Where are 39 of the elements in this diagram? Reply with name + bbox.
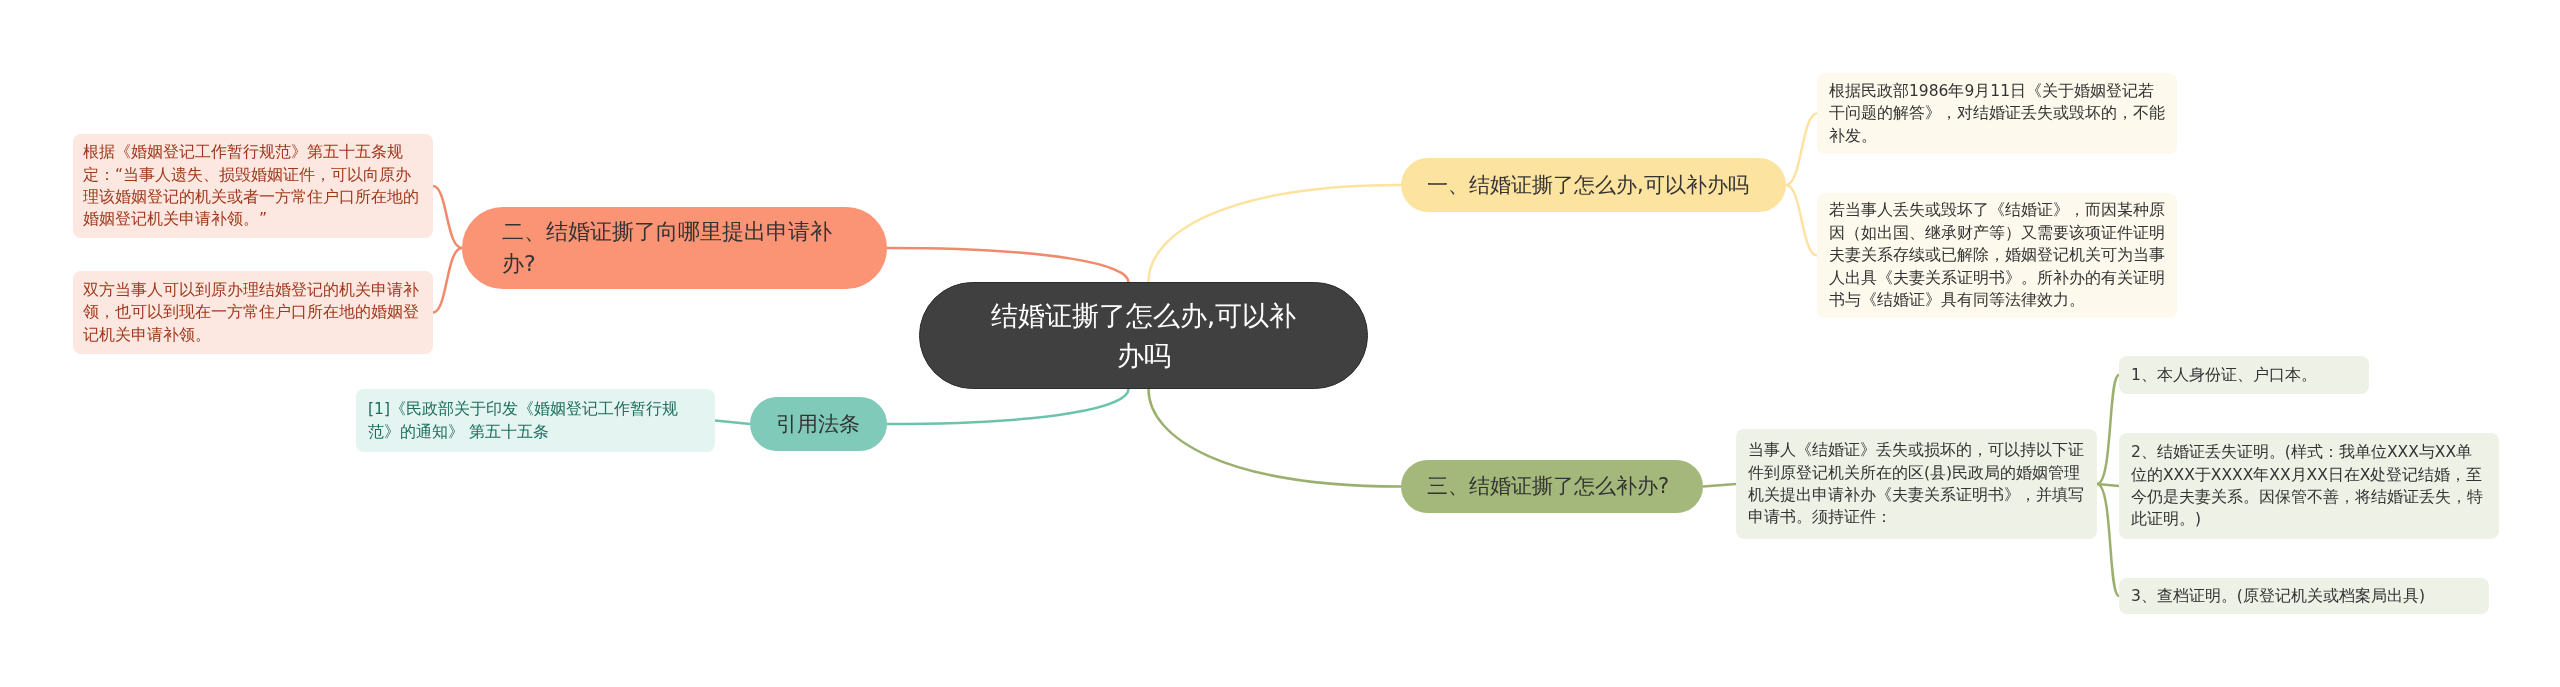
node-text: 一、结婚证撕了怎么办,可以补办吗 xyxy=(1427,171,1749,199)
note-card xyxy=(2119,356,2369,394)
note-card xyxy=(1736,429,2097,539)
connector-line xyxy=(432,246,463,314)
node-text: 结婚证撕了怎么办,可以补办吗 xyxy=(990,299,1297,373)
node-text: 2、结婚证丢失证明。(样式：我单位XXX与XX单位的XXX于XXXX年XX月XX日在X处登记结婚，至今仍是夫妻关系。因保管不善，将结婚证丢失，特此证明。) xyxy=(2131,442,2484,531)
node-text: 双方当事人可以到原办理结婚登记的机关申请补领，也可以到现在一方常住户口所在地的婚姻登记机关申请补领。 xyxy=(83,279,420,346)
note-card xyxy=(2119,578,2489,614)
topic-bubble xyxy=(1401,460,1703,513)
connector-line xyxy=(887,388,1130,426)
node-text: 若当事人丢失或毁坏了《结婚证》，而因某种原因（如出国、继承财产等）又需要该项证件证明夫妻关系存续或已解除，婚姻登记机关可为当事人出具《夫妻关系证明书》。所补办的有关证明书与《结婚证》具有同等法律效力。 xyxy=(1829,200,2165,312)
node-text: 当事人《结婚证》丢失或损坏的，可以持以下证件到原登记机关所在的区(县)民政局的婚姻管理机关提出申请补办《夫妻关系证明书》，并填写申请书。须持证件： xyxy=(1748,440,2085,529)
connector-line xyxy=(1702,482,1737,488)
note-card xyxy=(73,271,433,354)
connector-line xyxy=(2096,482,2120,488)
node-text: [1]《民政部关于印发《婚姻登记工作暂行规范》的通知》 第五十五条 xyxy=(368,399,679,443)
connector-line xyxy=(1147,388,1402,488)
connector-line xyxy=(887,246,1130,283)
node-text: 三、结婚证撕了怎么补办? xyxy=(1427,473,1670,501)
connector-line xyxy=(714,419,751,426)
node-text: 根据民政部1986年9月11日《关于婚姻登记若干问题的解答》，对结婚证丢失或毁坏的，不能补发。 xyxy=(1829,80,2165,147)
node-text: 1、本人身份证、户口本。 xyxy=(2131,364,2317,386)
note-card xyxy=(2119,433,2499,539)
connector-line xyxy=(432,184,463,250)
note-card xyxy=(1817,73,2177,154)
note-card xyxy=(356,389,715,452)
node-text: 二、结婚证撕了向哪里提出申请补办? xyxy=(502,218,833,278)
node-text: 引用法条 xyxy=(776,410,860,438)
node-text: 3、查档证明。(原登记机关或档案局出具) xyxy=(2131,585,2425,607)
connector-line xyxy=(1785,112,1818,187)
topic-bubble xyxy=(750,397,887,451)
connector-line xyxy=(2096,482,2120,597)
note-card xyxy=(73,134,433,238)
note-card xyxy=(1817,193,2177,318)
connector-line xyxy=(2096,374,2120,486)
topic-bubble xyxy=(1401,158,1786,212)
connector-line xyxy=(1785,183,1818,257)
node-text: 根据《婚姻登记工作暂行规范》第五十五条规定：“当事人遗失、损毁婚姻证件，可以向原办理该婚姻登记的机关或者一方常住户口所在地的婚姻登记机关申请补领。” xyxy=(83,142,420,231)
connector-line xyxy=(1147,183,1402,283)
